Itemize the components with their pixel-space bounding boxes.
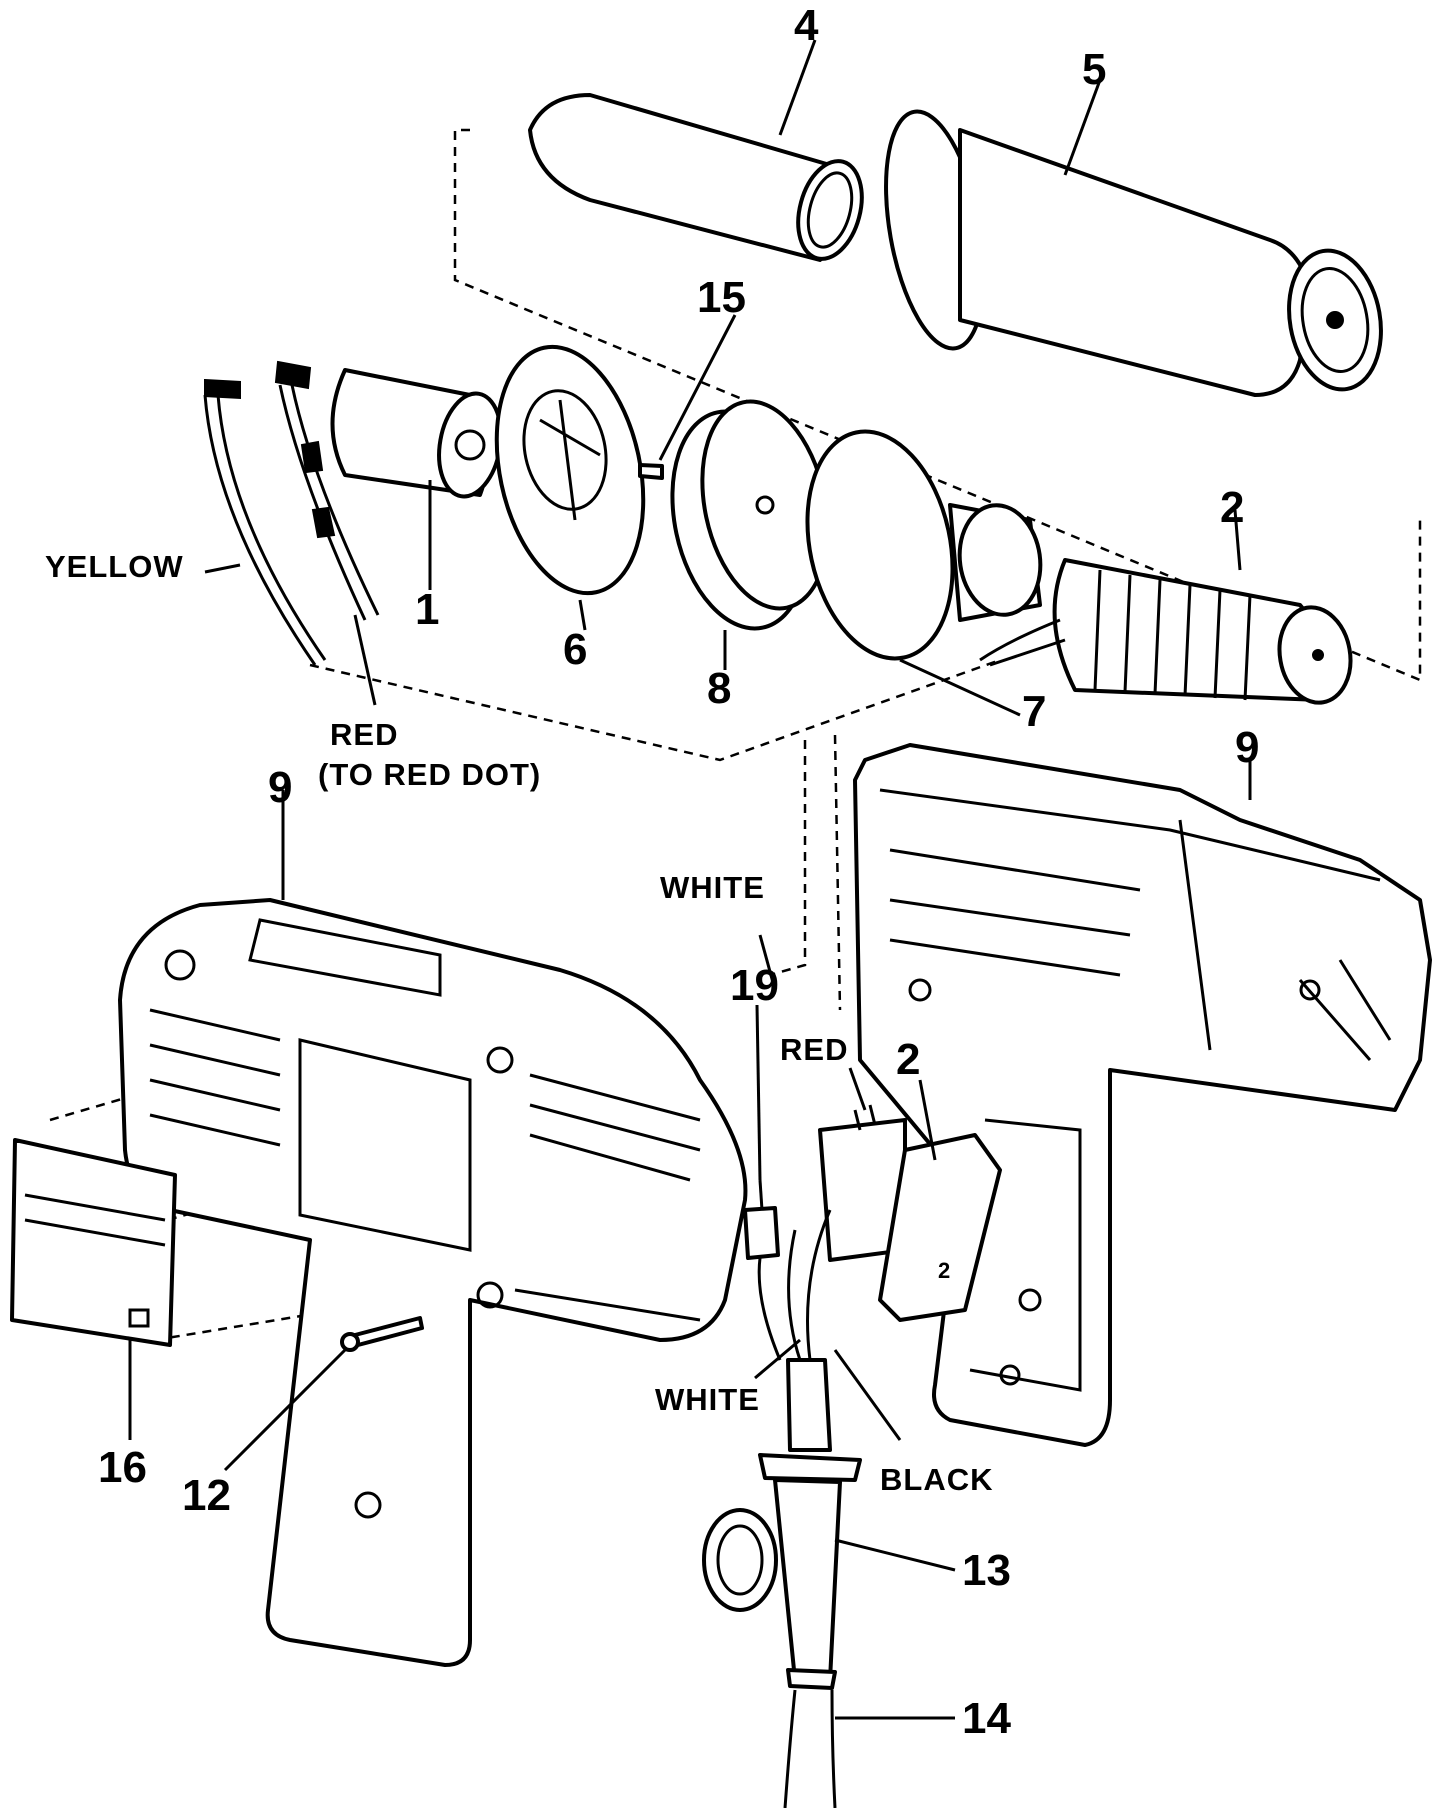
label-white-bottom: WHITE: [655, 1382, 760, 1417]
switch-marking: 2: [938, 1258, 950, 1283]
assembly-outline-top: [453, 128, 1422, 682]
part-6-fan-housing: [494, 344, 646, 596]
part-1-motor: [204, 360, 503, 499]
callout-6: 6: [563, 625, 587, 674]
label-yellow: YELLOW: [45, 549, 184, 584]
callout-14: 14: [962, 1694, 1011, 1743]
part-9-housing-left: [118, 898, 748, 1667]
part-16-nameplate: [10, 1138, 177, 1347]
part-2-heating-element: [979, 558, 1353, 705]
callout-7: 7: [1022, 687, 1046, 736]
callout-15: 15: [697, 273, 746, 322]
part-2-switch: 2: [818, 1104, 1002, 1322]
part-12-screw: [340, 1316, 424, 1352]
callout-5: 5: [1082, 45, 1106, 94]
callout-1: 1: [415, 585, 439, 634]
callout-9-left: 9: [268, 763, 292, 812]
label-red-line1: RED: [330, 717, 398, 752]
yellow-wire: [203, 394, 327, 666]
callout-4: 4: [794, 1, 819, 50]
part-14-power-cord: [783, 1689, 837, 1808]
part-4-sleeve: [528, 93, 864, 262]
callout-12: 12: [182, 1471, 231, 1520]
part-13-strain-relief: [702, 1358, 862, 1690]
label-red-line2: (TO RED DOT): [318, 757, 541, 792]
label-white-top: WHITE: [660, 870, 765, 905]
callout-19: 19: [730, 961, 779, 1010]
part-7-baffle: [805, 429, 1043, 661]
part-9-housing-right: [853, 743, 1432, 1447]
callout-13: 13: [962, 1546, 1011, 1595]
callout-8: 8: [707, 664, 731, 713]
leader-lines: [128, 39, 1252, 1720]
assembly-outline-wires: [309, 658, 1001, 762]
assembly-outline-red-wire: [833, 734, 842, 1011]
red-wire: [278, 384, 380, 621]
part-19-wire-connector: [743, 1179, 780, 1260]
callout-9-right: 9: [1235, 723, 1259, 772]
label-black: BLACK: [880, 1462, 994, 1497]
part-8-fan: [670, 399, 830, 631]
assembly-outline-white-wire: [769, 740, 807, 977]
cord-wires: [757, 1209, 832, 1361]
part-5-nozzle-barrel: [884, 109, 1383, 397]
callout-2-element: 2: [1220, 483, 1244, 532]
callout-2-switch: 2: [896, 1035, 920, 1084]
label-red-switch: RED: [780, 1032, 848, 1067]
callout-16: 16: [98, 1443, 147, 1492]
part-15-screw: [638, 463, 664, 480]
